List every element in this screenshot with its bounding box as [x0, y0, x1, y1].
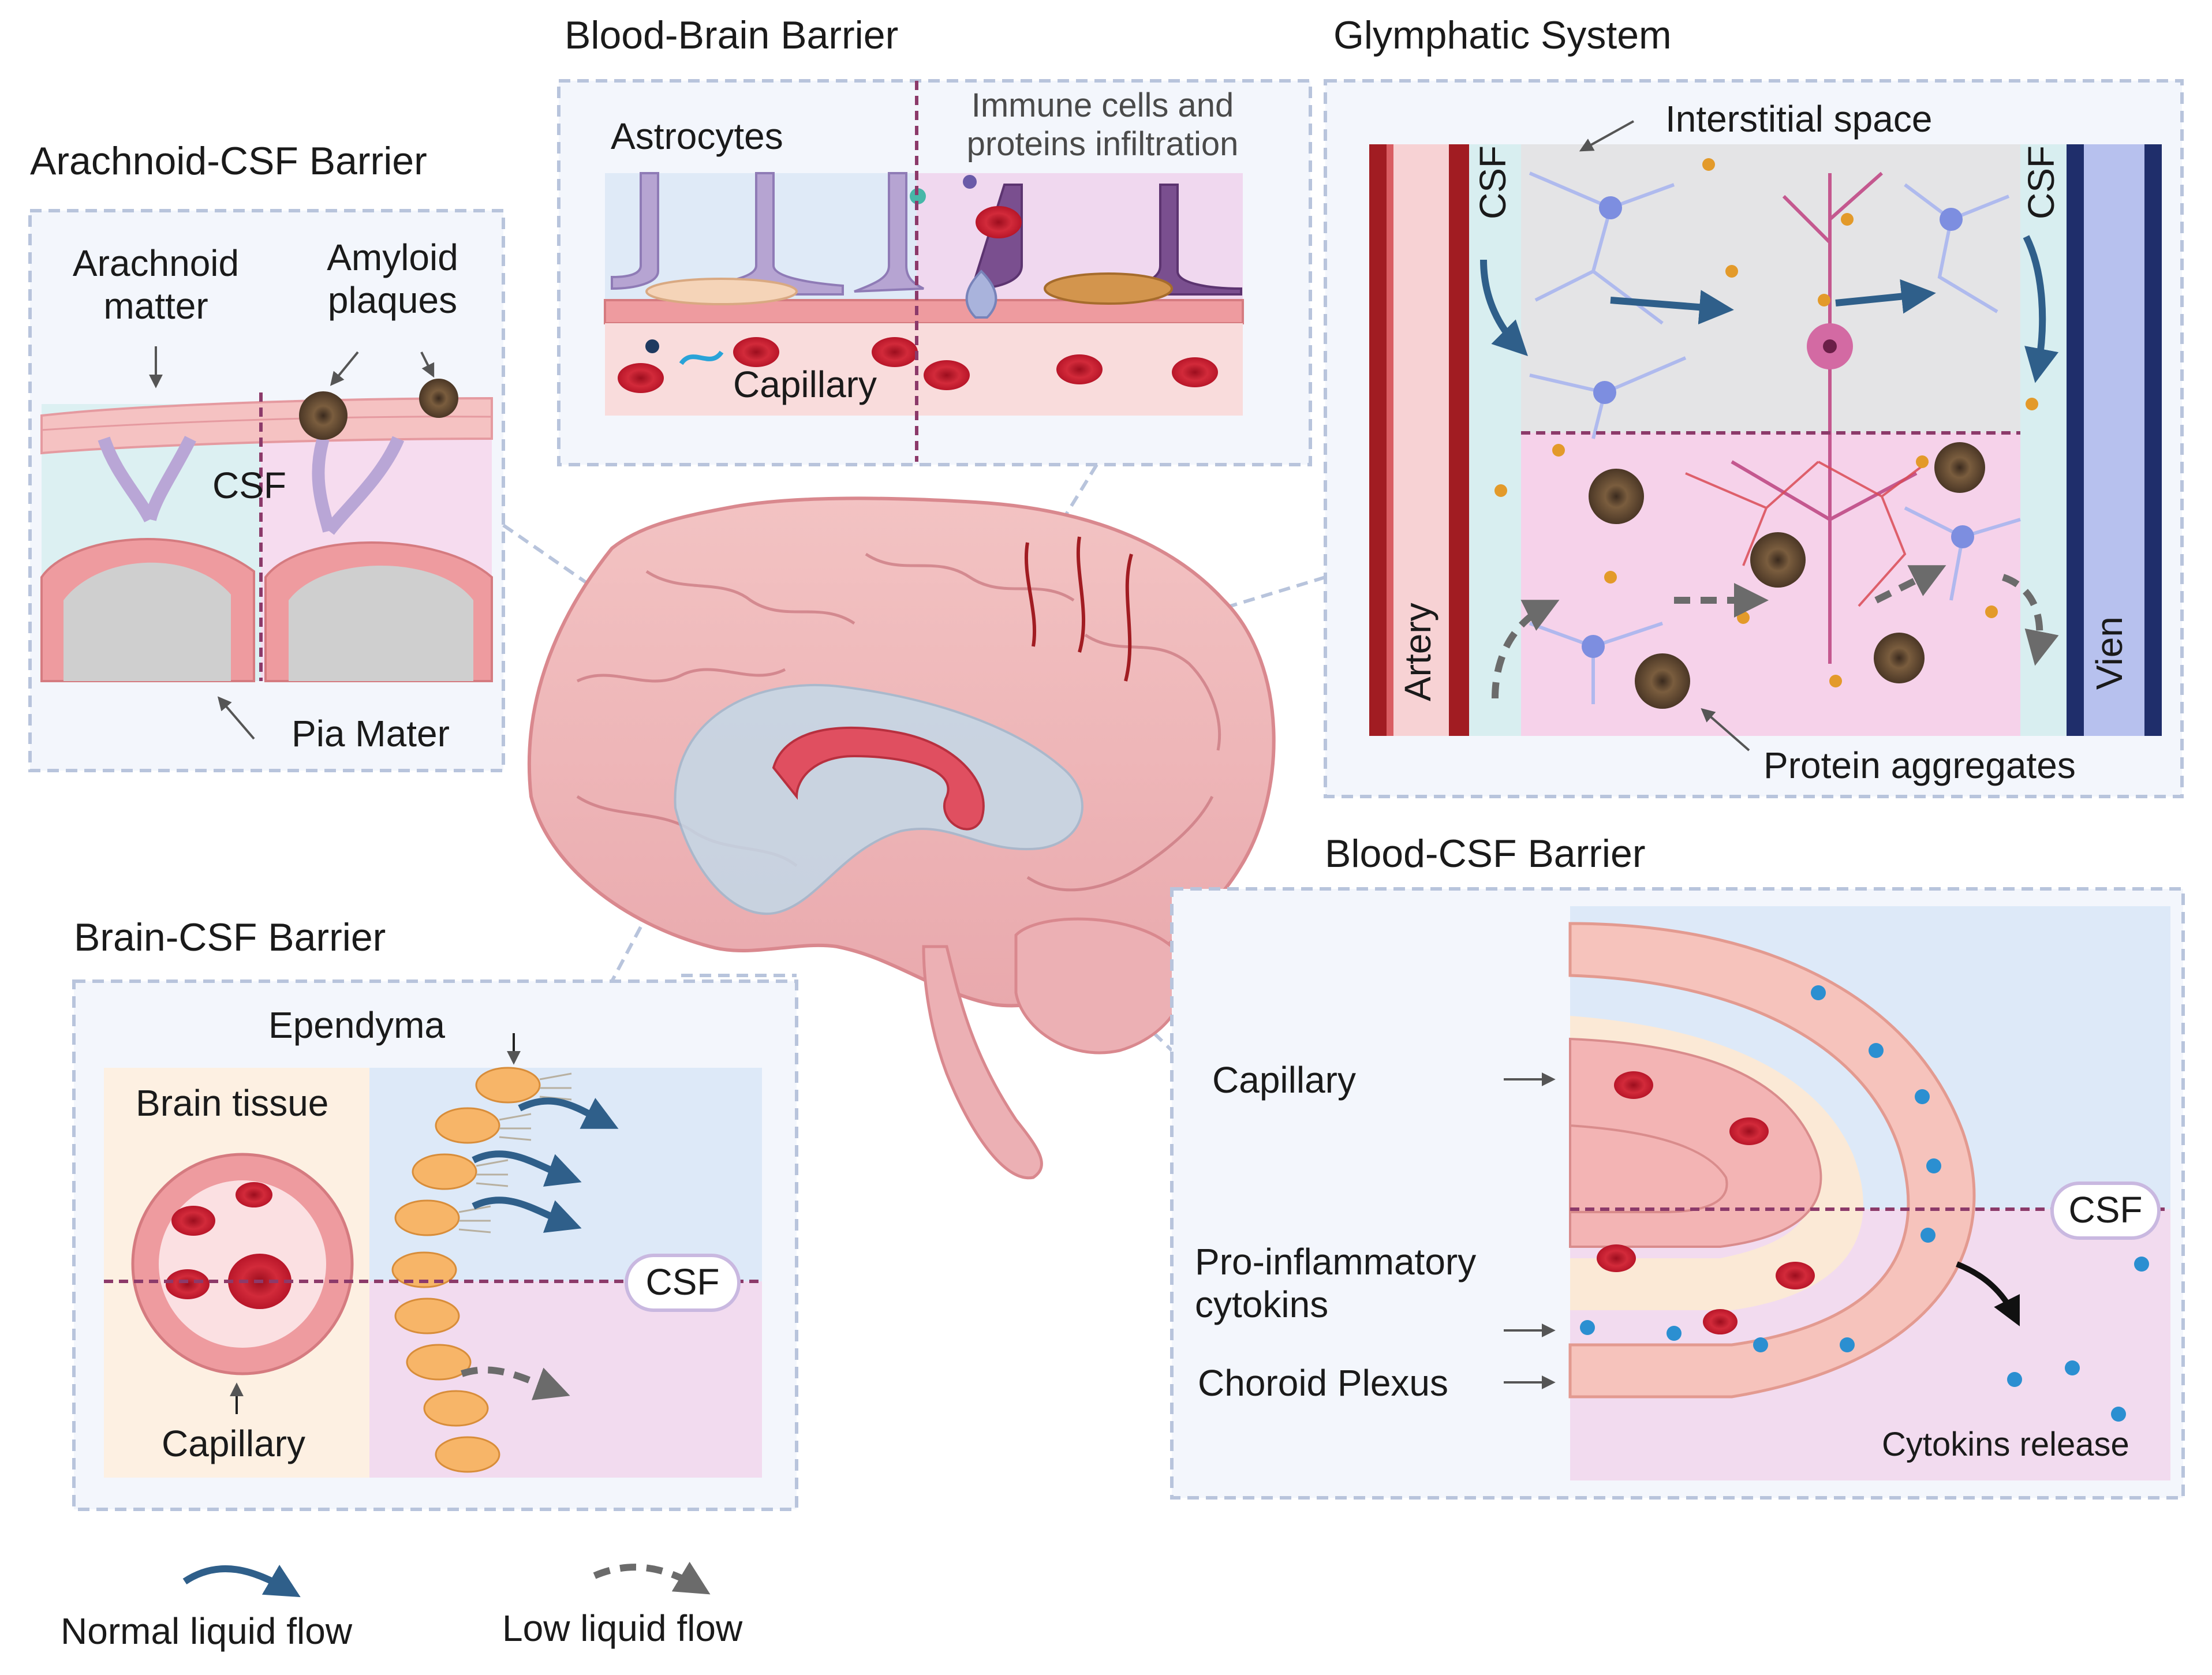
protein-aggregates-label: Protein aggregates [1763, 745, 2076, 786]
brain-csf-csf-label: CSF [645, 1261, 720, 1303]
immune-infiltration-label: Immune cells and proteins infiltration [966, 87, 1239, 163]
brain-tissue-label: Brain tissue [136, 1082, 329, 1124]
amyloid-plaque-icon [299, 391, 348, 440]
blood-csf-panel-title: Blood-CSF Barrier [1325, 832, 1646, 876]
brain-csf-panel-title: Brain-CSF Barrier [74, 915, 386, 959]
cytokins-release-label: Cytokins release [1882, 1426, 2129, 1463]
glymphatic-csf-right-label: CSF [2020, 145, 2062, 219]
panel-arachnoid-csf-barrier [28, 209, 505, 772]
interstitial-space-label: Interstitial space [1665, 98, 1933, 140]
panel-glymphatic-system [1324, 79, 2184, 798]
pia-mater-label: Pia Mater [292, 713, 450, 754]
glymphatic-csf-left-label: CSF [1472, 145, 1514, 219]
red-blood-cell-icon [618, 206, 1218, 393]
glymphatic-panel-title: Glymphatic System [1333, 13, 1672, 57]
panel-blood-csf-barrier [1170, 887, 2185, 1500]
blood-csf-capillary-label: Capillary [1212, 1059, 1356, 1101]
amyloid-plaques-label: Amyloid plaques [327, 237, 458, 321]
panel-blood-brain-barrier [557, 79, 1312, 466]
artery-label: Artery [1397, 603, 1438, 701]
arachnoid-panel-title: Arachnoid-CSF Barrier [30, 139, 427, 183]
ependyma-label: Ependyma [268, 1004, 445, 1046]
normal-flow-arrow-icon [182, 1564, 301, 1598]
arachnoid-matter-label: Arachnoid matter [72, 242, 240, 327]
bbb-panel-title: Blood-Brain Barrier [565, 13, 899, 57]
legend [182, 1561, 711, 1598]
brain-illustration [502, 463, 1326, 1180]
protein-aggregate-icon [1589, 442, 1985, 709]
red-blood-cell-icon [1597, 1071, 1815, 1334]
brain-csf-capillary-label: Capillary [162, 1423, 305, 1464]
panel-brain-csf-barrier [72, 979, 798, 1511]
astrocytes-label: Astrocytes [611, 115, 783, 157]
vein-label: Vien [2088, 616, 2130, 690]
bbb-capillary-label: Capillary [733, 364, 877, 405]
legend-low-label: Low liquid flow [502, 1607, 743, 1649]
arachnoid-csf-label: CSF [212, 465, 286, 506]
legend-normal-label: Normal liquid flow [61, 1610, 353, 1652]
choroid-plexus-label: Choroid Plexus [1198, 1362, 1448, 1404]
low-flow-arrow-icon [593, 1561, 711, 1595]
pro-inflammatory-label: Pro-inflammatory cytokins [1195, 1241, 1477, 1325]
blood-csf-csf-label: CSF [2068, 1189, 2143, 1231]
amyloid-plaque-icon [419, 379, 458, 418]
